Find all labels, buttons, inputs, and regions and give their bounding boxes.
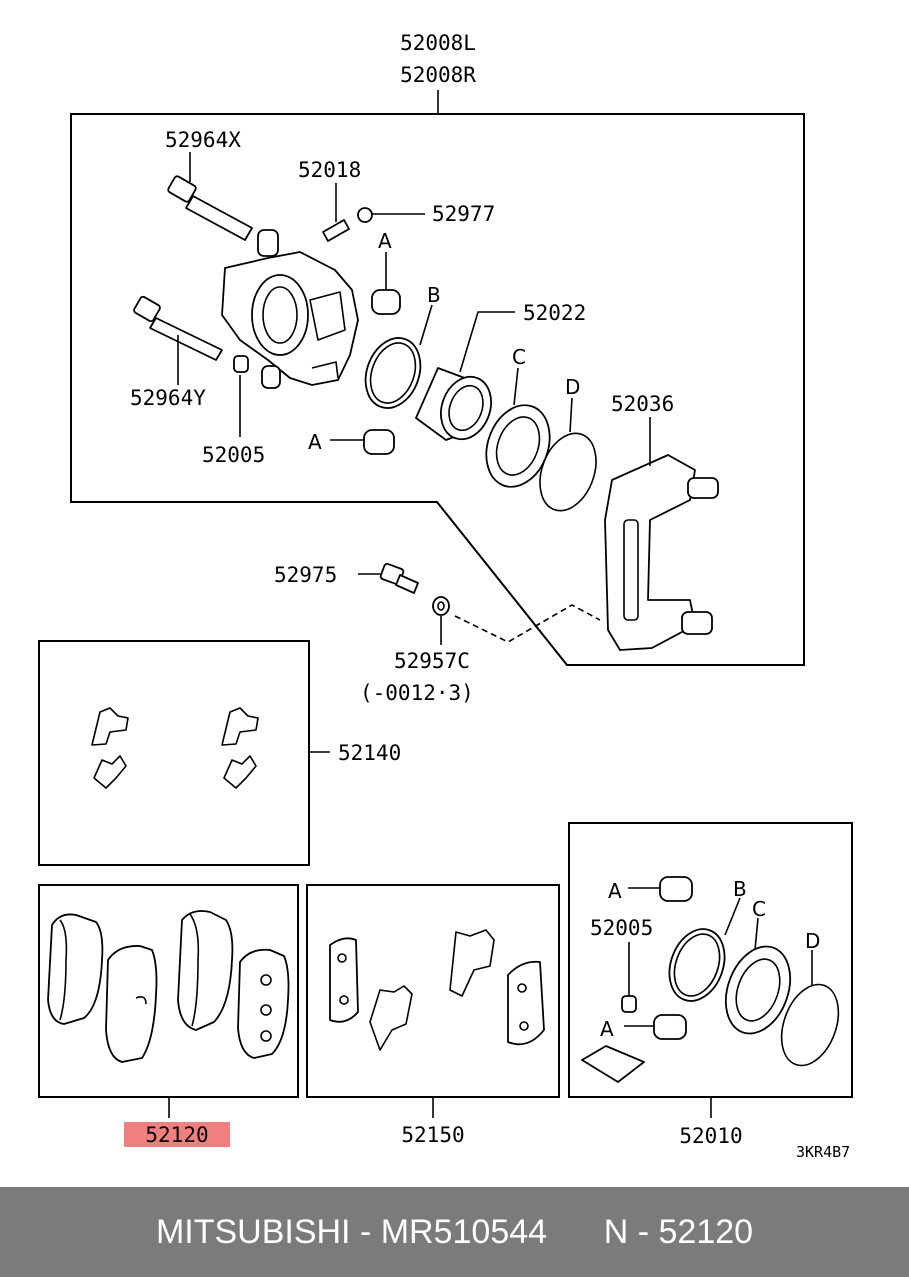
pads-label-highlight bbox=[124, 1122, 230, 1147]
letter-a-top: A bbox=[378, 229, 392, 253]
bolt-part bbox=[379, 563, 419, 594]
piston-label: 52022 bbox=[523, 301, 586, 325]
kit-letter-b: B bbox=[733, 877, 747, 901]
ring-d-leader bbox=[569, 397, 573, 433]
kit-letter-a-bottom: A bbox=[600, 1017, 614, 1041]
washer-note: (-0012·3) bbox=[360, 681, 474, 705]
clips-box bbox=[38, 640, 310, 866]
seal-kit-label: 52010 bbox=[679, 1124, 742, 1148]
letter-a-bottom: A bbox=[308, 430, 322, 454]
washer-label: 52957C bbox=[394, 649, 470, 673]
drawing-code: 3KR4B7 bbox=[796, 1143, 850, 1161]
cap-label: 52977 bbox=[432, 202, 495, 226]
bushing-label: 52005 bbox=[202, 443, 265, 467]
support-label: 52036 bbox=[611, 392, 674, 416]
caliper-body-part bbox=[221, 229, 359, 389]
caliper-label-l: 52008L bbox=[400, 31, 476, 55]
kit-letter-a-top: A bbox=[608, 879, 622, 903]
piston-leader bbox=[459, 311, 515, 373]
pads-label: 52120 bbox=[145, 1123, 208, 1147]
shims-label: 52150 bbox=[401, 1123, 464, 1147]
bleeder-label: 52018 bbox=[298, 158, 361, 182]
bushing-a-bottom-part bbox=[363, 429, 395, 455]
bleeder-part bbox=[322, 219, 350, 242]
letter-c: C bbox=[512, 345, 526, 369]
bolt-label: 52975 bbox=[274, 563, 337, 587]
kit-c-leader bbox=[754, 917, 759, 951]
cap-part bbox=[357, 207, 373, 223]
letter-b: B bbox=[427, 283, 441, 307]
kit-letter-d: D bbox=[805, 929, 820, 953]
guide-pin-y-part bbox=[133, 295, 223, 361]
kit-b-leader bbox=[724, 897, 741, 936]
washer-part bbox=[432, 596, 450, 616]
parts-diagram: 52008L 52008R 52964X 52018 52977 A 52964… bbox=[38, 31, 853, 1161]
guide-pin-x-part bbox=[167, 175, 253, 241]
seal-kit-part bbox=[581, 876, 840, 1083]
bushing-a-top-part bbox=[371, 289, 401, 315]
pin-x-label: 52964X bbox=[165, 128, 241, 152]
pads-part bbox=[47, 910, 290, 1063]
bushing-part bbox=[233, 355, 249, 373]
letter-d: D bbox=[565, 375, 580, 399]
support-bracket-part bbox=[604, 454, 719, 651]
footer-bar: MITSUBISHI - MR510544 N - 52120 bbox=[0, 1187, 909, 1277]
ring-b-leader bbox=[419, 304, 433, 346]
ring-d-part bbox=[539, 432, 597, 512]
caliper-assembly-box bbox=[70, 113, 805, 666]
seal-c-leader bbox=[513, 367, 519, 406]
pin-y-label: 52964Y bbox=[130, 386, 206, 410]
kit-letter-c: C bbox=[752, 897, 766, 921]
washer-dashed-link bbox=[454, 604, 601, 643]
clips-label: 52140 bbox=[338, 741, 401, 765]
piston-part bbox=[415, 367, 492, 441]
caliper-label-r: 52008R bbox=[400, 63, 476, 87]
footer-text: MITSUBISHI - MR510544 N - 52120 bbox=[155, 1212, 754, 1251]
clips-part bbox=[91, 707, 259, 789]
kit-bushing-label: 52005 bbox=[590, 916, 653, 940]
shims-part bbox=[329, 929, 545, 1051]
